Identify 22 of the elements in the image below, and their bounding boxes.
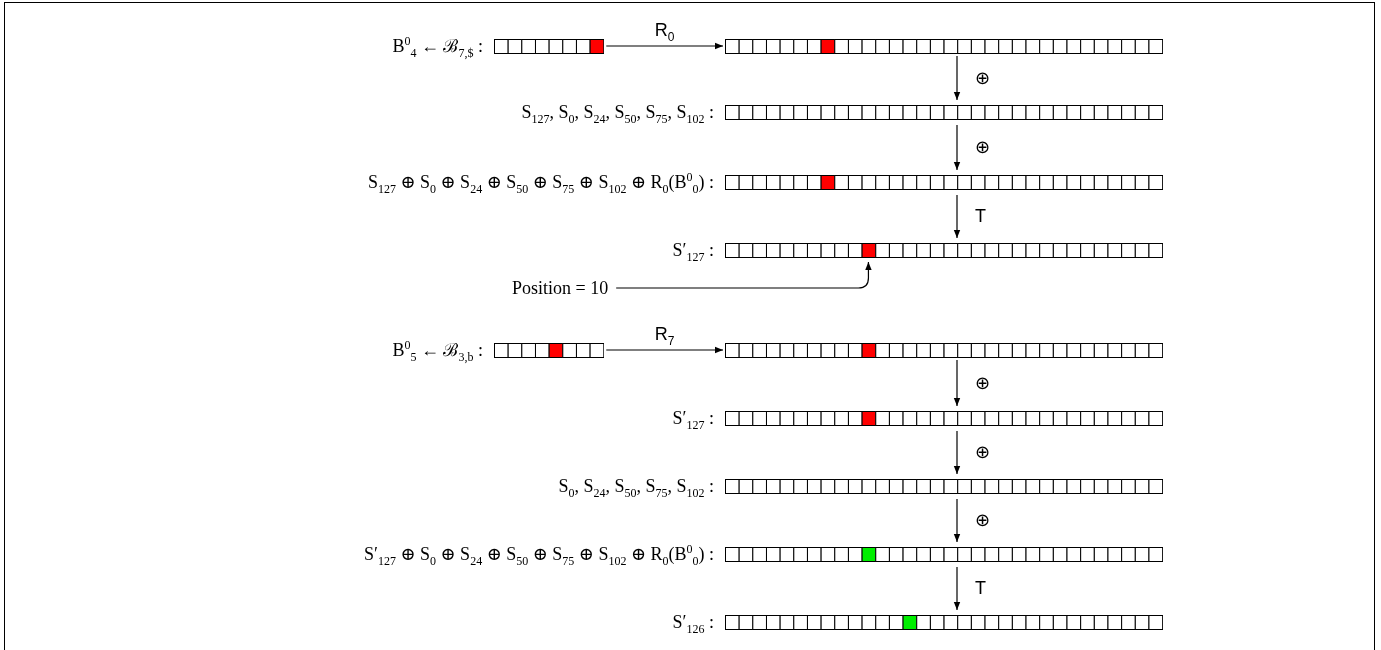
math-label: S$_{127}$, S$_{0}$, S$_{24}$, S$_{50}$, S$_{75}$, S$_{102}$ : <box>521 101 714 123</box>
arrow <box>953 124 961 171</box>
bit-array-drawing <box>725 39 1164 54</box>
bit-array-drawing <box>725 343 1164 358</box>
arrow <box>953 359 961 407</box>
math-label: S′$_{127}$ : <box>672 407 714 429</box>
math-label: S$_{127}$ ⊕ S$_{0}$ ⊕ S$_{24}$ ⊕ S$_{50}$ ⊕ S$_{75}$ ⊕ S$_{102}$ ⊕ R$_{0}$(B$^{0}$$_{0}$) : <box>367 171 714 193</box>
annotation-text: Position = 10 <box>512 277 609 299</box>
math-label: S′$_{127}$ ⊕ S$_{0}$ ⊕ S$_{24}$ ⊕ S$_{50}$ ⊕ S$_{75}$ ⊕ S$_{102}$ ⊕ R$_{0}$(B$^{0}$$_{0}$) : <box>364 543 714 565</box>
arrow <box>605 42 724 50</box>
arrow <box>953 194 961 239</box>
math-label: S′$_{127}$ : <box>672 239 714 261</box>
arrow <box>953 430 961 475</box>
leader-arrow <box>615 261 872 289</box>
math-label: B$^{0}$$_{4}$ ← ℬ$_{7,$}$ : <box>392 35 483 57</box>
arrow <box>953 566 961 611</box>
arrow <box>953 55 961 101</box>
math-label: S$_{0}$, S$_{24}$, S$_{50}$, S$_{75}$, S$_{102}$ : <box>558 475 714 497</box>
math-label: S′$_{126}$ : <box>672 611 714 633</box>
math-label: B$^{0}$$_{5}$ ← ℬ$_{3,b}$ : <box>392 339 483 361</box>
arrow <box>953 498 961 543</box>
arrow <box>605 346 724 354</box>
